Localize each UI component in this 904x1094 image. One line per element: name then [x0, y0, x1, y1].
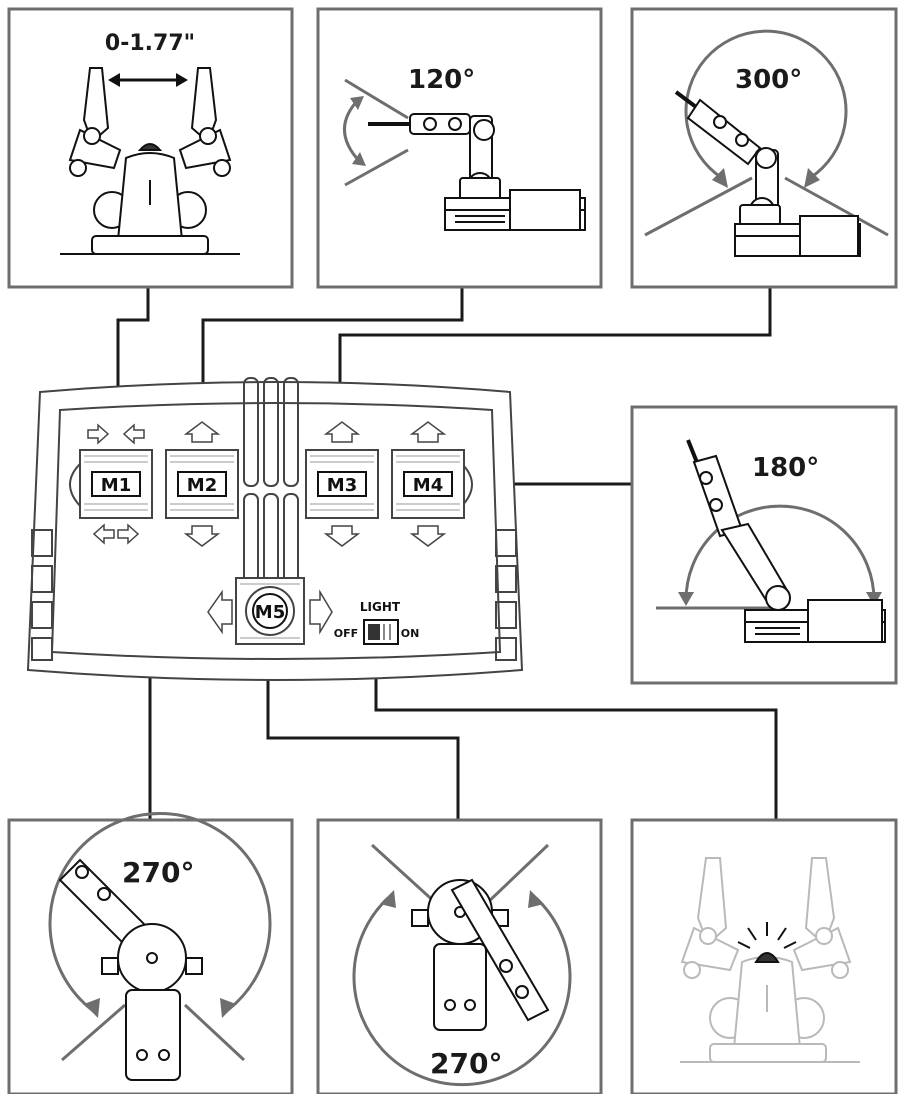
shoulder-angle-label: 180° [752, 453, 819, 483]
elbow-angle-lines [644, 29, 889, 237]
base-right-angle-label: 270° [430, 1047, 502, 1080]
base-top-illustration [58, 858, 203, 1081]
base-angle-lines [352, 843, 572, 1087]
arrow-up-icon [323, 421, 361, 443]
connector-m5-base-right [266, 645, 460, 820]
direction-arrows [87, 421, 447, 635]
light-switch[interactable]: LIGHT OFF ON [334, 600, 420, 645]
motor-m2[interactable]: M2 [165, 449, 239, 519]
base-left-angle-label: 270° [122, 856, 194, 889]
panel-base-left: 270° [7, 812, 294, 1094]
motor-m5-label: M5 [255, 602, 285, 623]
motor-m5[interactable]: M5 [235, 577, 305, 645]
motor-m3-label: M3 [327, 475, 357, 496]
motor-m4-label: M4 [413, 475, 443, 496]
connector-m2-wrist [201, 287, 464, 437]
wrist-angle-lines [343, 78, 409, 187]
arrow-down-icon [183, 525, 221, 547]
arrow-left-icon [207, 589, 233, 635]
gripper-range-label: 0-1.77" [105, 31, 195, 56]
arrow-up-icon [409, 421, 447, 443]
motor-m2-label: M2 [187, 475, 217, 496]
panel-gripper: 0-1.77" [7, 7, 294, 289]
arrow-left-icon [92, 523, 115, 545]
light-bulb-icon [737, 922, 797, 963]
robot-arm-illustration [368, 113, 586, 231]
panel-shoulder: 180° [630, 405, 898, 685]
shoulder-angle-lines [656, 504, 876, 610]
panel-light [630, 818, 898, 1094]
connector-m1-gripper [116, 287, 150, 437]
panel-wrist: 120° [316, 7, 603, 289]
base-top-illustration [411, 878, 550, 1031]
panel-base-right: 270° [316, 818, 603, 1094]
gripper-illustration [60, 67, 240, 255]
arrow-up-icon [183, 421, 221, 443]
panel-elbow: 300° [630, 7, 898, 289]
arrow-right-icon [87, 423, 110, 445]
motor-m4[interactable]: M4 [391, 449, 465, 519]
elbow-angle-label: 300° [735, 65, 802, 95]
robot-arm-illustration [686, 439, 886, 643]
arrow-right-icon [117, 523, 140, 545]
arc-arrowheads [712, 168, 820, 188]
arc-arrowheads [350, 96, 366, 166]
arc-arrowheads [380, 890, 544, 908]
light-on-label: ON [401, 627, 420, 640]
arrow-right-icon [309, 589, 333, 635]
motor-m1[interactable]: M1 [79, 449, 153, 519]
robot-arm-illustration [674, 90, 861, 257]
arrow-down-icon [409, 525, 447, 547]
motor-m1-label: M1 [101, 475, 131, 496]
switch-toggle[interactable] [368, 624, 380, 640]
arrow-left-icon [122, 423, 145, 445]
double-arrow-icon [108, 73, 188, 87]
motor-m3[interactable]: M3 [305, 449, 379, 519]
base-angle-lines [48, 812, 272, 1062]
arrow-down-icon [323, 525, 361, 547]
light-off-label: OFF [334, 627, 358, 640]
wrist-angle-label: 120° [408, 65, 475, 95]
arc-arrowheads [84, 998, 236, 1018]
light-switch-title: LIGHT [360, 600, 401, 614]
